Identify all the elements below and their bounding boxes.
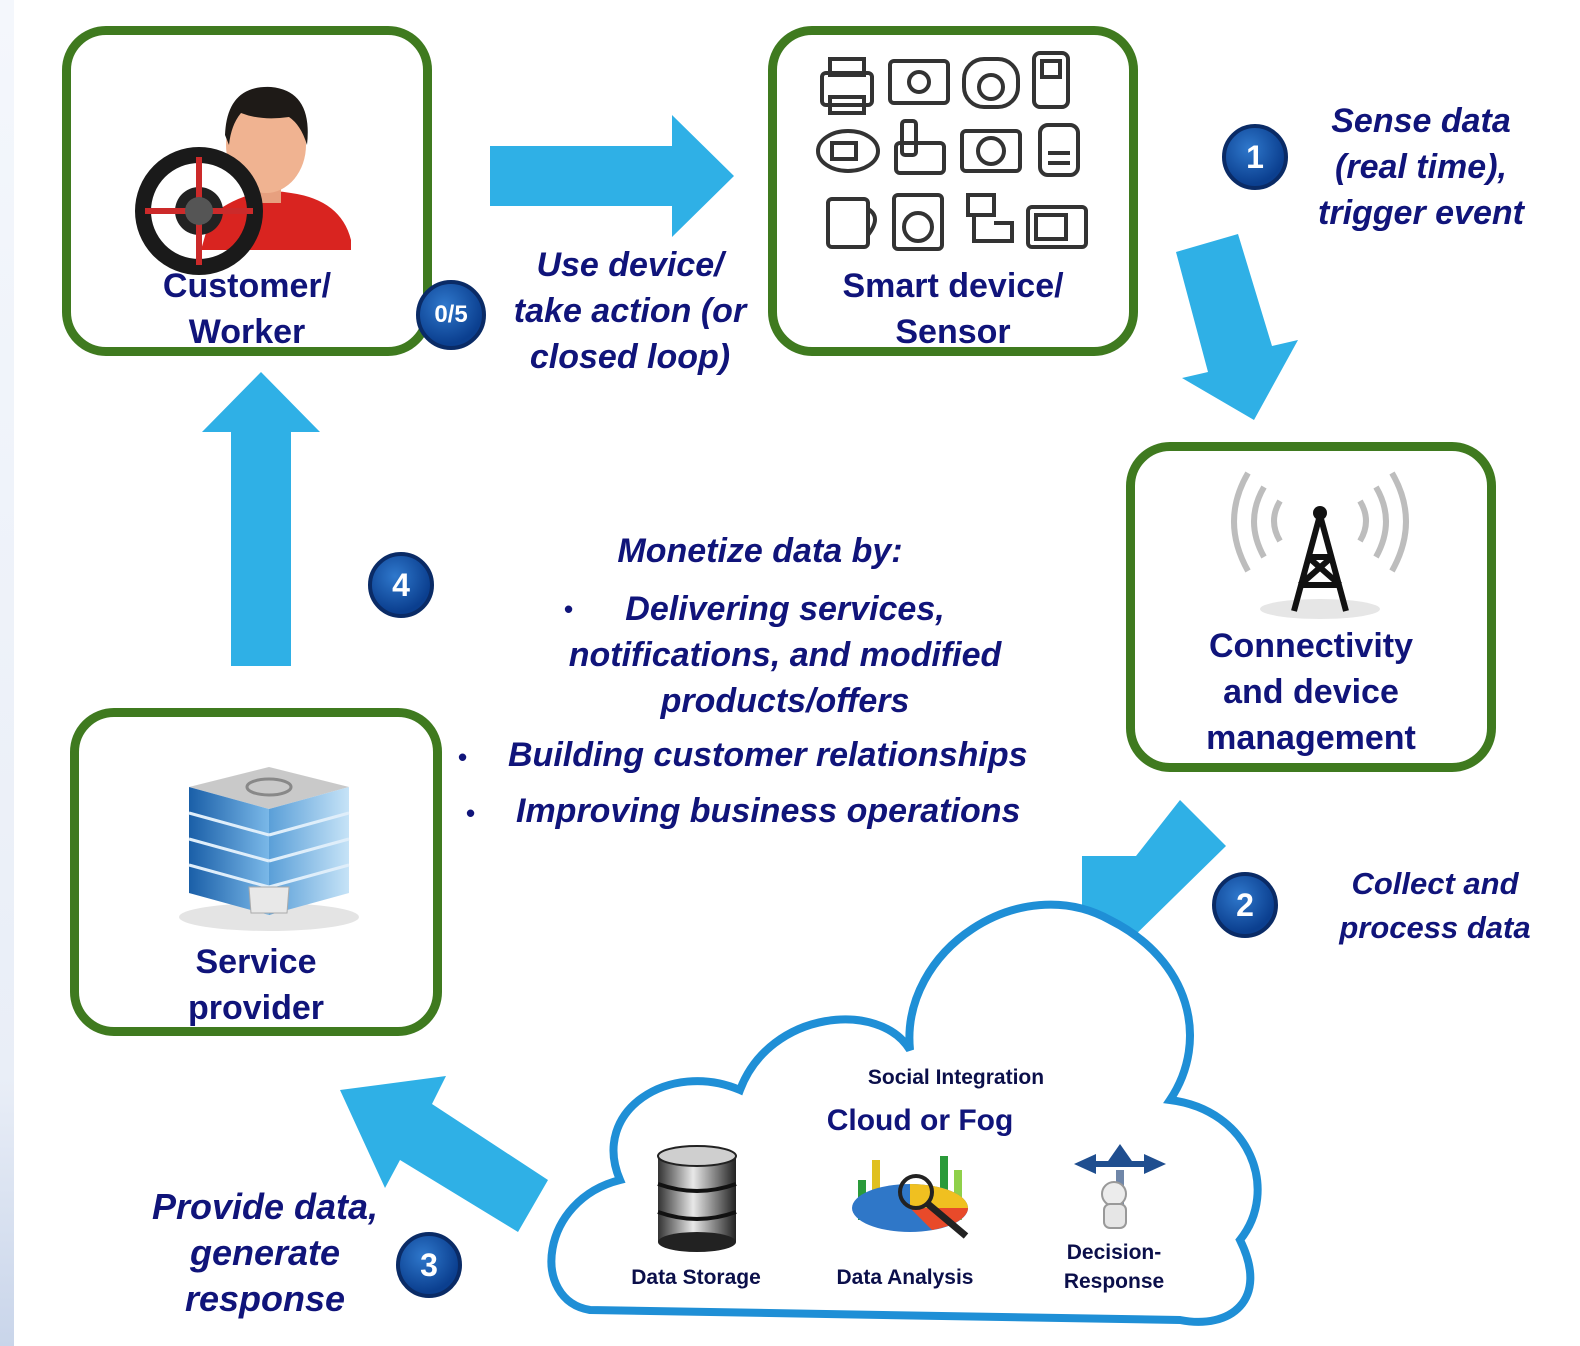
smart-device-label: Smart device/ Sensor (842, 267, 1064, 351)
camera-icon (962, 57, 1020, 109)
step-3-badge: 3 (396, 1232, 462, 1298)
step-0-5-badge: 0/5 (416, 280, 486, 350)
data-storage-label: Data Storage (631, 1266, 761, 1289)
decision-response-icon (1074, 1144, 1166, 1229)
service-provider-label: Service provider (187, 943, 325, 1027)
arrow-connectivity-to-cloud (1082, 800, 1226, 946)
connectivity-label: Connectivity and device management (1206, 627, 1416, 757)
customer-label: Customer/ Worker (162, 267, 332, 351)
arrow-provider-to-customer (202, 372, 320, 666)
bullet-1: • (564, 594, 574, 624)
step-1-text: Sense data (real time), trigger event (1318, 102, 1524, 232)
monetize-heading: Monetize data by: (617, 532, 903, 570)
step-2-text: Collect and process data (1339, 866, 1531, 945)
microwave-icon (888, 59, 950, 105)
oven-icon (1026, 205, 1088, 249)
decision-response-label: Decision- Response (1063, 1241, 1165, 1293)
cordless-phone-icon (894, 141, 946, 175)
step-1-badge: 1 (1222, 124, 1288, 190)
smart-device-box: Smart device/ Sensor (768, 26, 1138, 356)
connectivity-box: Connectivity and device management (1126, 442, 1496, 772)
data-analysis-label: Data Analysis (836, 1266, 974, 1289)
step-3-text: Provide data, generate response (151, 1186, 379, 1319)
worker-person-icon (135, 86, 351, 275)
monetize-item-1: Delivering services, notifications, and … (568, 590, 1002, 720)
monetize-item-2: Building customer relationships (508, 736, 1028, 774)
bullet-3: • (466, 798, 476, 828)
page-edge-shading (0, 0, 14, 1346)
customer-worker-box: Customer/ Worker (62, 26, 432, 356)
appliance-icons (816, 51, 1088, 251)
mixer-icon (966, 193, 996, 217)
data-analysis-chart-icon (852, 1156, 969, 1239)
monetize-item-3: Improving business operations (516, 792, 1021, 830)
washer-icon (892, 193, 944, 251)
cloud-social-integration: Social Integration (867, 1066, 1045, 1089)
arrow-customer-to-device (490, 115, 734, 237)
step-4-badge: 4 (368, 552, 434, 618)
arrow-cloud-to-provider (340, 1076, 548, 1232)
speaker-icon (960, 129, 1022, 173)
service-provider-box: Service provider (70, 708, 442, 1036)
step-0-text: Use device/ take action (or closed loop) (513, 246, 747, 376)
phone-icon (1032, 51, 1070, 109)
step-2-badge: 2 (1212, 872, 1278, 938)
arrow-device-to-connectivity (1176, 234, 1298, 420)
radio-icon (816, 129, 880, 173)
bullet-2: • (458, 742, 468, 772)
office-building-icon (179, 767, 359, 931)
antenna-tower-icon (1231, 471, 1409, 619)
kettle-icon (826, 197, 870, 249)
database-icon (657, 1145, 737, 1252)
cloud-title: Cloud or Fog (826, 1104, 1014, 1137)
tag-icon (1038, 123, 1080, 177)
